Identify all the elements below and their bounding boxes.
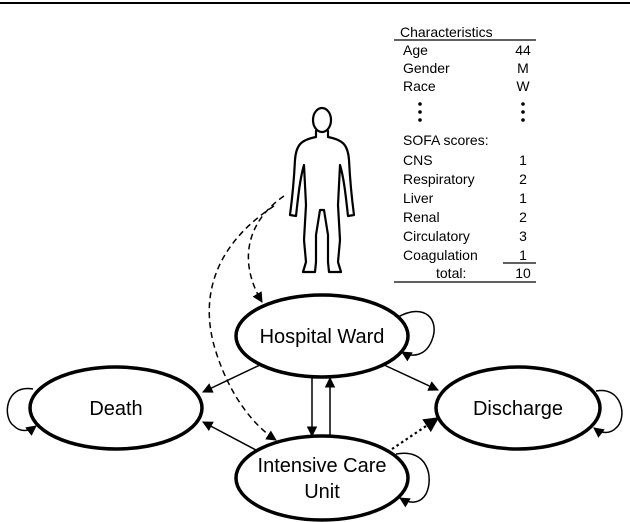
edge-ward-to-death — [202, 363, 263, 393]
node-hospital-ward: Hospital Ward — [234, 293, 410, 379]
death-label: Death — [89, 398, 142, 420]
row-gender-value: M — [517, 60, 529, 76]
icu-label-line2: Unit — [304, 481, 340, 503]
node-death: Death — [28, 365, 204, 451]
self-loop-icu — [395, 452, 430, 508]
sofa-coagulation-value: 1 — [519, 247, 527, 263]
top-border-line — [0, 2, 630, 4]
sofa-cns-label: CNS — [403, 152, 433, 168]
row-gender-label: Gender — [403, 60, 450, 76]
hospital-ward-label: Hospital Ward — [260, 326, 385, 348]
self-loop-death — [6, 387, 37, 436]
icu-ellipse — [234, 434, 410, 522]
admission-path-to-icu — [208, 205, 277, 441]
table-header: Characteristics — [400, 24, 493, 40]
row-age-value: 44 — [515, 42, 531, 58]
edge-icu-to-death — [202, 421, 257, 451]
row-age-label: Age — [403, 42, 428, 58]
edge-ward-to-discharge — [381, 363, 439, 391]
sofa-circulatory-label: Circulatory — [403, 228, 470, 244]
row-race-value: W — [516, 78, 530, 94]
hospital-ward-ellipse — [234, 293, 410, 379]
ellipsis-dots-left — [418, 102, 422, 122]
ellipsis-dots-right — [521, 102, 525, 122]
sofa-cns-value: 1 — [519, 152, 527, 168]
discharge-label: Discharge — [473, 398, 563, 420]
sofa-circulatory-value: 3 — [519, 228, 527, 244]
sofa-liver-label: Liver — [403, 190, 434, 206]
total-value: 10 — [515, 265, 531, 281]
sofa-renal-label: Renal — [403, 209, 440, 225]
self-loop-hospital-ward — [397, 310, 435, 362]
admission-path-to-ward — [247, 195, 285, 303]
sofa-coagulation-label: Coagulation — [403, 247, 478, 263]
sofa-respiratory-label: Respiratory — [403, 171, 475, 187]
sofa-header: SOFA scores: — [403, 132, 489, 148]
sofa-renal-value: 2 — [519, 209, 527, 225]
human-silhouette-icon — [288, 106, 356, 274]
total-label: total: — [436, 265, 466, 281]
row-race-label: Race — [403, 78, 436, 94]
node-discharge: Discharge — [434, 365, 602, 451]
node-intensive-care-unit: Intensive Care Unit — [234, 434, 410, 522]
death-ellipse — [28, 365, 204, 451]
discharge-ellipse — [434, 365, 602, 451]
self-loop-discharge — [593, 389, 623, 438]
characteristics-table: Characteristics Age 44 Gender M Race W S… — [394, 24, 536, 283]
sofa-respiratory-value: 2 — [519, 171, 527, 187]
icu-label-line1: Intensive Care — [258, 455, 387, 477]
sofa-liver-value: 1 — [519, 190, 527, 206]
edge-icu-to-discharge-dotted — [391, 417, 440, 450]
